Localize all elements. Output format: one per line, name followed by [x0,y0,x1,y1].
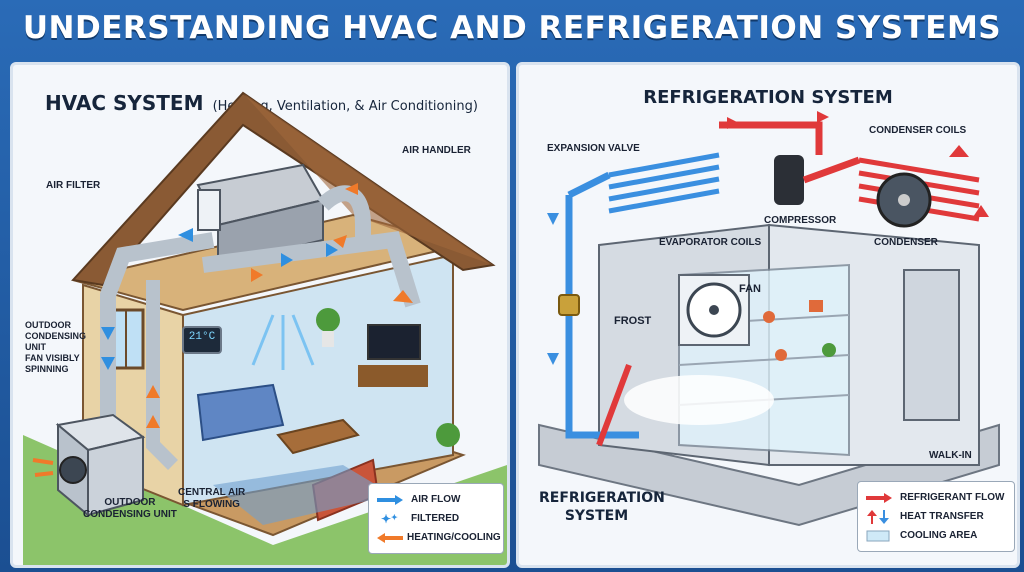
red-arrow-icon [866,492,896,503]
hvac-title-line: HVAC SYSTEM (Heating, Ventilation, & Air… [45,91,478,115]
frost-label: FROST [614,315,652,327]
svg-text:✦: ✦ [391,513,398,522]
compressor-label: COMPRESSOR [764,215,837,226]
refrigeration-legend: REFRIGERANT FLOW HEAT TRANSFER COOLING A… [857,481,1015,552]
refrigeration-footer-title: REFRIGERATION SYSTEM [539,490,665,524]
legend-item: ✦✦ FILTERED [377,509,495,528]
orange-arrow-icon [377,532,403,543]
legend-label: HEAT TRANSFER [900,511,984,522]
legend-item: HEATING/COOLING [377,528,501,547]
thermostat-display: 21°C [188,331,216,343]
sparkle-icon: ✦✦ [377,512,407,526]
legend-label: REFRIGERANT FLOW [900,492,1005,503]
central-air-label: CENTRAL AIR S FLOWING [178,487,246,510]
legend-label: FILTERED [411,513,460,524]
legend-label: HEATING/COOLING [407,532,501,543]
hvac-legend: AIR FLOW ✦✦ FILTERED HEATING/COOLING [368,483,504,554]
refrigeration-panel: REFRIGERATION SYSTEM [516,62,1020,568]
condenser-coils-label: CONDENSER COILS [869,125,967,136]
evaporator-coils-label: EVAPORATOR COILS [659,237,762,248]
cooling-swatch-icon [866,530,896,542]
svg-text:✦: ✦ [381,512,391,526]
hvac-title: HVAC SYSTEM [45,91,204,115]
legend-label: AIR FLOW [411,494,461,505]
fan-label: FAN [739,283,761,295]
expansion-valve-label: EXPANSION VALVE [547,143,640,154]
legend-item: HEAT TRANSFER [866,507,1006,526]
legend-item: REFRIGERANT FLOW [866,488,1006,507]
title-banner: UNDERSTANDING HVAC AND REFRIGERATION SYS… [0,0,1024,56]
outdoor-unit-label: OUTDOOR CONDENSING UNIT [83,497,177,520]
heat-transfer-icon [866,509,896,524]
refrigeration-title: REFRIGERATION SYSTEM [643,87,893,108]
hvac-panel: HVAC SYSTEM (Heating, Ventilation, & Air… [10,62,510,568]
condenser-label: CONDENSER [874,237,938,248]
refrigeration-illustration [538,111,1000,527]
legend-item: COOLING AREA [866,526,1006,545]
outdoor-unit-fan-label: OUTDOOR CONDENSING UNIT FAN VISIBLY SPIN… [25,320,87,374]
air-handler-label: AIR HANDLER [402,145,471,156]
air-filter-label: AIR FILTER [46,180,101,191]
walk-in-label: WALK-IN [929,450,972,461]
legend-item: AIR FLOW [377,490,495,509]
page-title: UNDERSTANDING HVAC AND REFRIGERATION SYS… [22,10,1002,46]
legend-label: COOLING AREA [900,530,978,541]
blue-arrow-icon [377,494,407,505]
hvac-subtitle: (Heating, Ventilation, & Air Conditionin… [212,99,478,114]
